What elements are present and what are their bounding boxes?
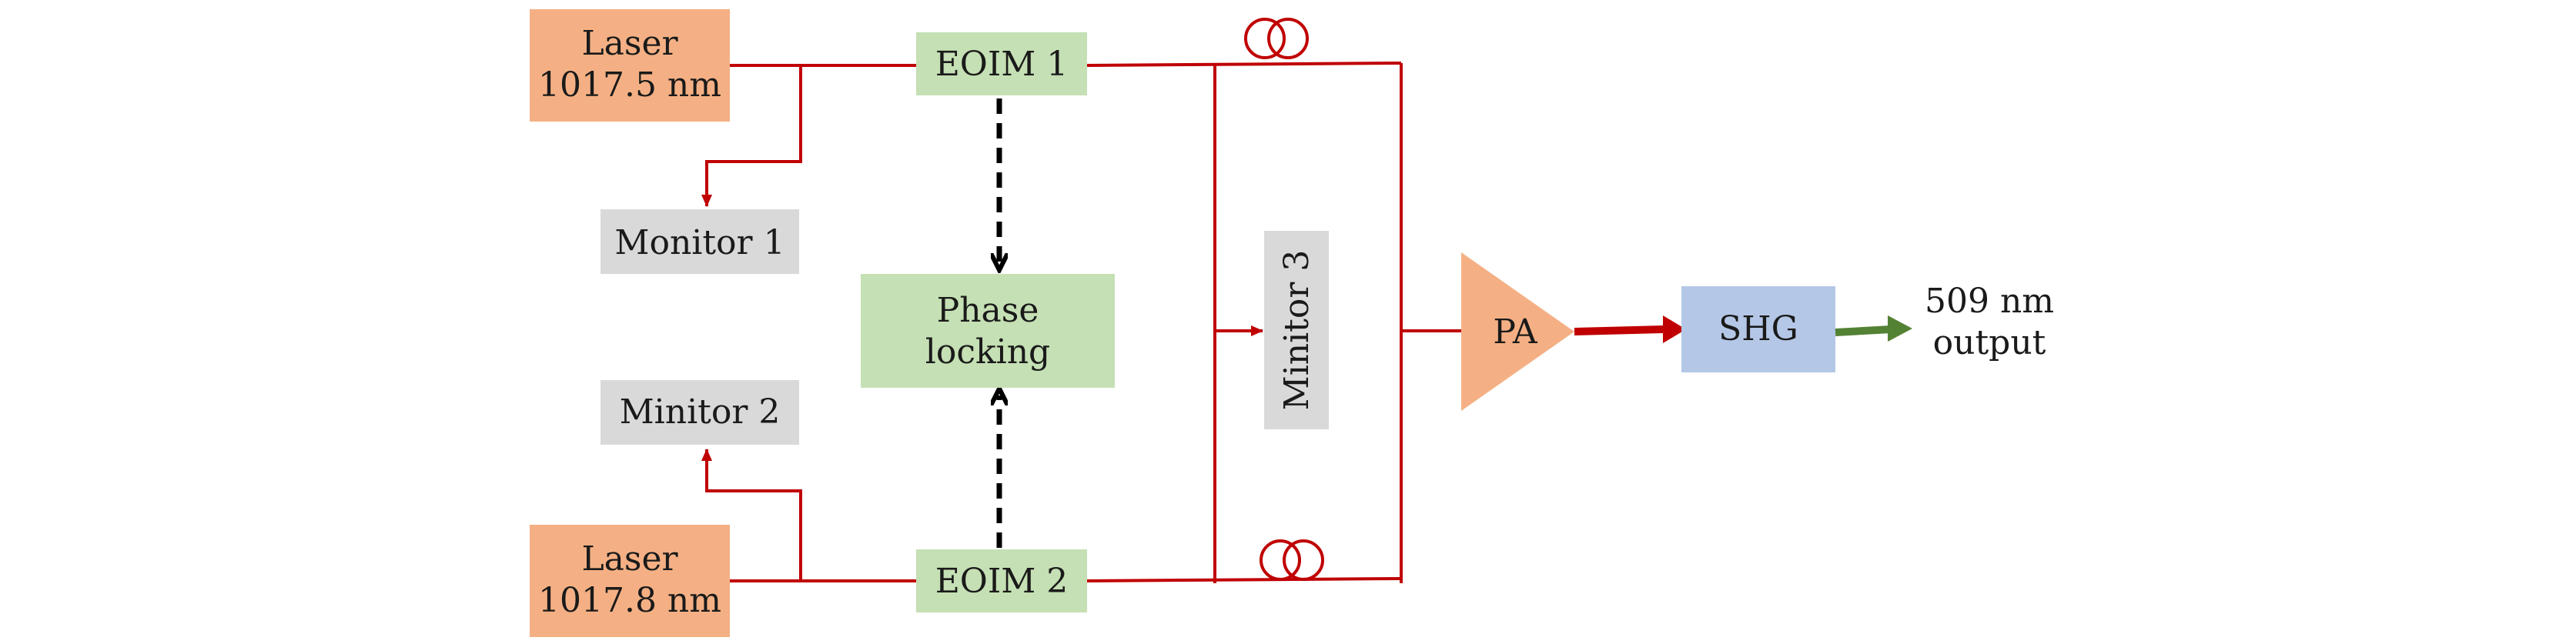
laser-1-box: Laser 1017.5 nm bbox=[530, 9, 730, 122]
laser-2-box: Laser 1017.8 nm bbox=[530, 525, 730, 637]
monitor-2-label: Minitor 2 bbox=[620, 392, 781, 432]
eoim-1-label: EOIM 1 bbox=[935, 45, 1069, 84]
laser-1-wavelength: 1017.5 nm bbox=[538, 65, 721, 105]
fiber-coil-icon bbox=[1260, 539, 1324, 581]
monitor-2-box: Minitor 2 bbox=[601, 380, 799, 445]
phase-locking-line2: locking bbox=[925, 332, 1050, 372]
monitor-3-label: Minitor 3 bbox=[1277, 250, 1316, 411]
laser-2-label: Laser bbox=[581, 539, 678, 579]
phase-locking-line1: Phase bbox=[937, 291, 1039, 330]
fiber-coil-icon bbox=[1244, 18, 1309, 59]
fiber-lines bbox=[701, 62, 1463, 583]
eoim-2-box: EOIM 2 bbox=[916, 549, 1087, 612]
shg-label: SHG bbox=[1718, 309, 1798, 349]
fiber-eoim2-out bbox=[1086, 577, 1402, 582]
monitor-1-box: Monitor 1 bbox=[601, 209, 799, 274]
eoim-2-label: EOIM 2 bbox=[935, 562, 1069, 601]
laser-1-label: Laser bbox=[581, 24, 678, 63]
beam-amplifier-to-shg bbox=[1574, 325, 1665, 335]
output-wavelength: 509 nm bbox=[1925, 282, 2054, 321]
beam-arrowhead-red bbox=[1663, 315, 1686, 343]
fiber-tap-monitor2 bbox=[701, 449, 802, 581]
monitor-3-box: Minitor 3 bbox=[1264, 231, 1329, 429]
fiber-eoim1-out bbox=[1086, 62, 1402, 67]
shg-box: SHG bbox=[1681, 286, 1835, 372]
eoim-1-box: EOIM 1 bbox=[916, 32, 1087, 95]
laser-2-wavelength: 1017.8 nm bbox=[538, 581, 721, 620]
beam-arrowhead-green bbox=[1888, 315, 1912, 342]
fiber-tap-monitor1 bbox=[701, 65, 802, 207]
phase-locking-box: Phase locking bbox=[861, 274, 1115, 388]
output-label: output bbox=[1933, 323, 2046, 362]
amplifier-label: PA bbox=[1493, 312, 1538, 352]
monitor-1-label: Monitor 1 bbox=[614, 223, 785, 262]
power-amplifier: PA bbox=[1461, 252, 1574, 411]
beam-shg-to-output bbox=[1835, 325, 1892, 336]
